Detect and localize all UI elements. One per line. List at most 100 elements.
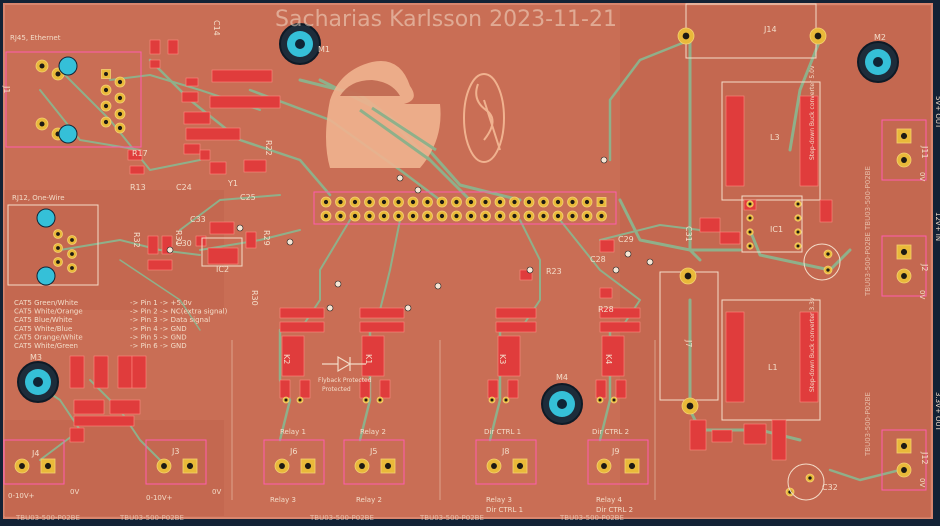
trace [199, 229, 301, 251]
rj45-pad-drill [103, 119, 109, 125]
smd-part [209, 95, 281, 109]
trace [379, 219, 401, 311]
smd-part [167, 39, 179, 55]
j3-courtyard [145, 439, 207, 485]
ref-c33: C33 [190, 215, 206, 224]
smd-part [183, 111, 211, 125]
smd-part [243, 159, 267, 173]
terminal-pad-1-drill [384, 462, 392, 470]
header-pin-drill [410, 213, 416, 219]
copper-zone [4, 190, 224, 310]
header-pin-drill [454, 213, 459, 219]
footprint-label-8: TBU03-500-P02BE [559, 514, 624, 522]
ref-j6: J6 [289, 447, 297, 456]
smd-part [109, 399, 141, 415]
ref-c25: C25 [240, 193, 256, 202]
rj12-pad-drill [56, 246, 60, 250]
j2-courtyard [881, 235, 927, 297]
ref-c28: C28 [590, 255, 606, 264]
smd-part [127, 149, 143, 161]
header-pin-drill [497, 213, 503, 219]
ref-r13: R13 [130, 183, 146, 192]
terminal-pad-drill [359, 463, 365, 469]
smd-part [601, 335, 625, 377]
smd-part [725, 311, 745, 403]
smd-part [279, 379, 291, 399]
via [414, 186, 422, 194]
relay-pad-drill [378, 398, 382, 402]
smd-part [359, 307, 405, 319]
footprint-label-4: TBU03-500-P02BE [15, 514, 80, 522]
header-pin-drill [410, 199, 416, 205]
smd-part [181, 91, 199, 103]
header-pin-drill [367, 213, 372, 219]
header-pin-drill [526, 199, 532, 205]
smd-part [497, 335, 521, 377]
terminal-pad-drill [601, 463, 607, 469]
footprint-label-6: TBU03-500-P02BE [309, 514, 374, 522]
flyback-label-2: Protected [322, 386, 351, 393]
rj12-label: RJ12, One-Wire [12, 194, 65, 202]
logo-monogram [475, 83, 501, 151]
ic1-pin-drill [748, 202, 752, 206]
rj45-pad-drill [39, 63, 45, 69]
footprint-label-1: TBU03-500-P02BE [864, 166, 872, 231]
trace [608, 38, 692, 162]
smd-part [149, 59, 161, 69]
j5-courtyard [343, 439, 405, 485]
smd-part [799, 95, 819, 187]
ref-y1: Y1 [227, 179, 238, 188]
via [404, 304, 412, 312]
ref-c31: C31 [684, 226, 693, 242]
smd-part [73, 415, 135, 427]
smd-part [379, 379, 391, 399]
via [286, 238, 294, 246]
header-courtyard [313, 191, 617, 225]
ref-ic1: IC1 [770, 225, 783, 234]
cat5-label-5: CAT5 White/Green [14, 342, 78, 350]
header-pin-drill [381, 199, 387, 205]
rj12-pad-drill [56, 260, 60, 264]
smd-part [599, 239, 615, 253]
step-down-1-label: Step-down Buck converter 5.0v [809, 65, 816, 160]
smd-part [93, 355, 109, 389]
rj12-pad-drill [70, 252, 74, 256]
header-pin-drill [454, 199, 459, 205]
dir-ctrl-2-top-label: Dir CTRL 2 [592, 428, 629, 436]
via [612, 266, 620, 274]
header-pin-drill [338, 213, 343, 219]
ref-j9: J9 [611, 447, 619, 456]
pin-label-5: -> Pin 6 -> GND [130, 342, 187, 350]
step-down-2-label: Step-down Buck converter 3.3v [809, 297, 816, 392]
ref-j7: J7 [684, 339, 693, 347]
smd-part [281, 335, 305, 377]
ic1-outline [741, 195, 803, 253]
header-pin-drill [584, 213, 590, 219]
out-5v-label: 5V+ OUT [934, 96, 940, 129]
header-pin-1-drill [599, 200, 604, 204]
smd-part [245, 231, 257, 249]
via [624, 250, 632, 258]
smd-part [519, 269, 533, 281]
ref-c14: C14 [212, 20, 221, 36]
ic1-pin-drill [748, 216, 752, 220]
smd-part [129, 165, 145, 175]
smd-part [207, 247, 239, 265]
header-pin-drill [439, 213, 445, 219]
rj45-pad-drill [39, 121, 45, 127]
j4-courtyard [3, 439, 65, 485]
ref-l3: L3 [770, 133, 780, 142]
via [326, 304, 334, 312]
relay-pad-drill [364, 398, 368, 402]
smd-part [719, 231, 741, 245]
out-3v3-label: 3.3V+ OUT [934, 392, 940, 432]
ref-r32: R32 [132, 232, 141, 248]
via [166, 246, 174, 254]
ic1-pin-drill [796, 244, 800, 248]
ref-k1: K1 [364, 354, 373, 364]
smd-part [69, 355, 85, 389]
smd-part [615, 379, 627, 399]
header-pin-drill [323, 199, 329, 205]
ref-j2: J2 [920, 263, 929, 271]
smd-part [689, 419, 707, 451]
